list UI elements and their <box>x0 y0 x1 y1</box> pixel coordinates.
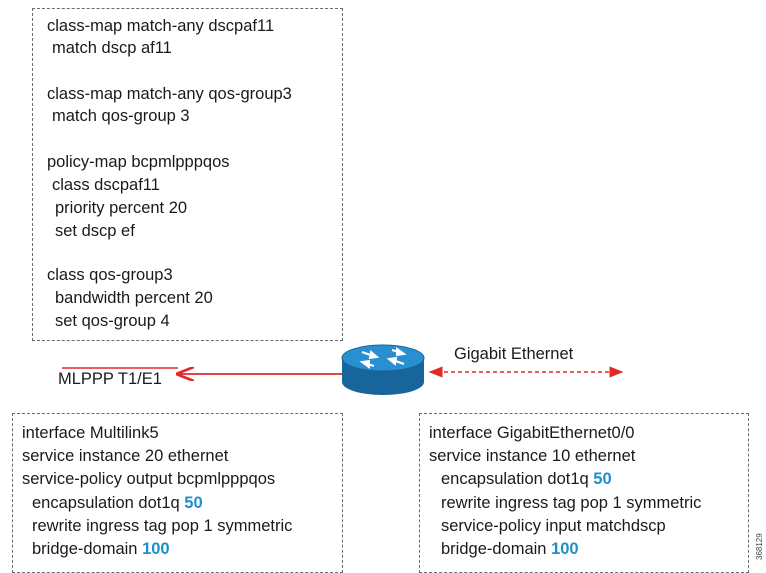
figure-id: 368129 <box>755 533 764 560</box>
config-line: interface Multilink5 <box>22 424 159 442</box>
config-line: match dscp af11 <box>52 39 172 57</box>
config-line: set dscp ef <box>55 222 135 240</box>
config-line: rewrite ingress tag pop 1 symmetric <box>441 494 702 512</box>
policy-config-box: class-map match-any dscpaf11 match dscp … <box>32 8 343 341</box>
vlan-value: 50 <box>184 494 203 512</box>
multilink-config-box: interface Multilink5 service instance 20… <box>12 413 343 573</box>
config-line: encapsulation dot1q 50 <box>32 493 203 513</box>
config-line: class-map match-any qos-group3 <box>47 85 292 103</box>
config-line: set qos-group 4 <box>55 312 170 330</box>
config-line: class-map match-any dscpaf11 <box>47 17 275 35</box>
config-line: service instance 20 ethernet <box>22 447 229 465</box>
bridge-domain-value: 100 <box>142 540 170 558</box>
gigabit-config-box: interface GigabitEthernet0/0 service ins… <box>419 413 749 573</box>
config-line: interface GigabitEthernet0/0 <box>429 424 635 442</box>
config-text: encapsulation dot1q <box>32 494 185 512</box>
router-icon <box>341 344 425 395</box>
config-line: encapsulation dot1q 50 <box>441 469 612 489</box>
config-line: priority percent 20 <box>55 199 188 217</box>
config-line: rewrite ingress tag pop 1 symmetric <box>32 517 293 535</box>
config-line: service-policy output bcpmlpppqos <box>22 470 276 488</box>
config-text: bridge-domain <box>441 540 552 558</box>
config-text: bridge-domain <box>32 540 143 558</box>
config-line: policy-map bcpmlpppqos <box>47 153 230 171</box>
config-line: service instance 10 ethernet <box>429 447 636 465</box>
config-line: bridge-domain 100 <box>441 539 579 559</box>
config-line: class dscpaf11 <box>52 176 160 194</box>
mlppp-link-label: MLPPP T1/E1 <box>58 370 162 388</box>
config-line: class qos-group3 <box>47 266 173 284</box>
config-text: encapsulation dot1q <box>441 470 594 488</box>
config-line: bandwidth percent 20 <box>55 289 213 307</box>
config-line: service-policy input matchdscp <box>441 517 666 535</box>
vlan-value: 50 <box>593 470 612 488</box>
config-line: match qos-group 3 <box>52 107 190 125</box>
bridge-domain-value: 100 <box>551 540 579 558</box>
config-line: bridge-domain 100 <box>32 539 170 559</box>
gigabit-ethernet-label: Gigabit Ethernet <box>454 345 574 363</box>
